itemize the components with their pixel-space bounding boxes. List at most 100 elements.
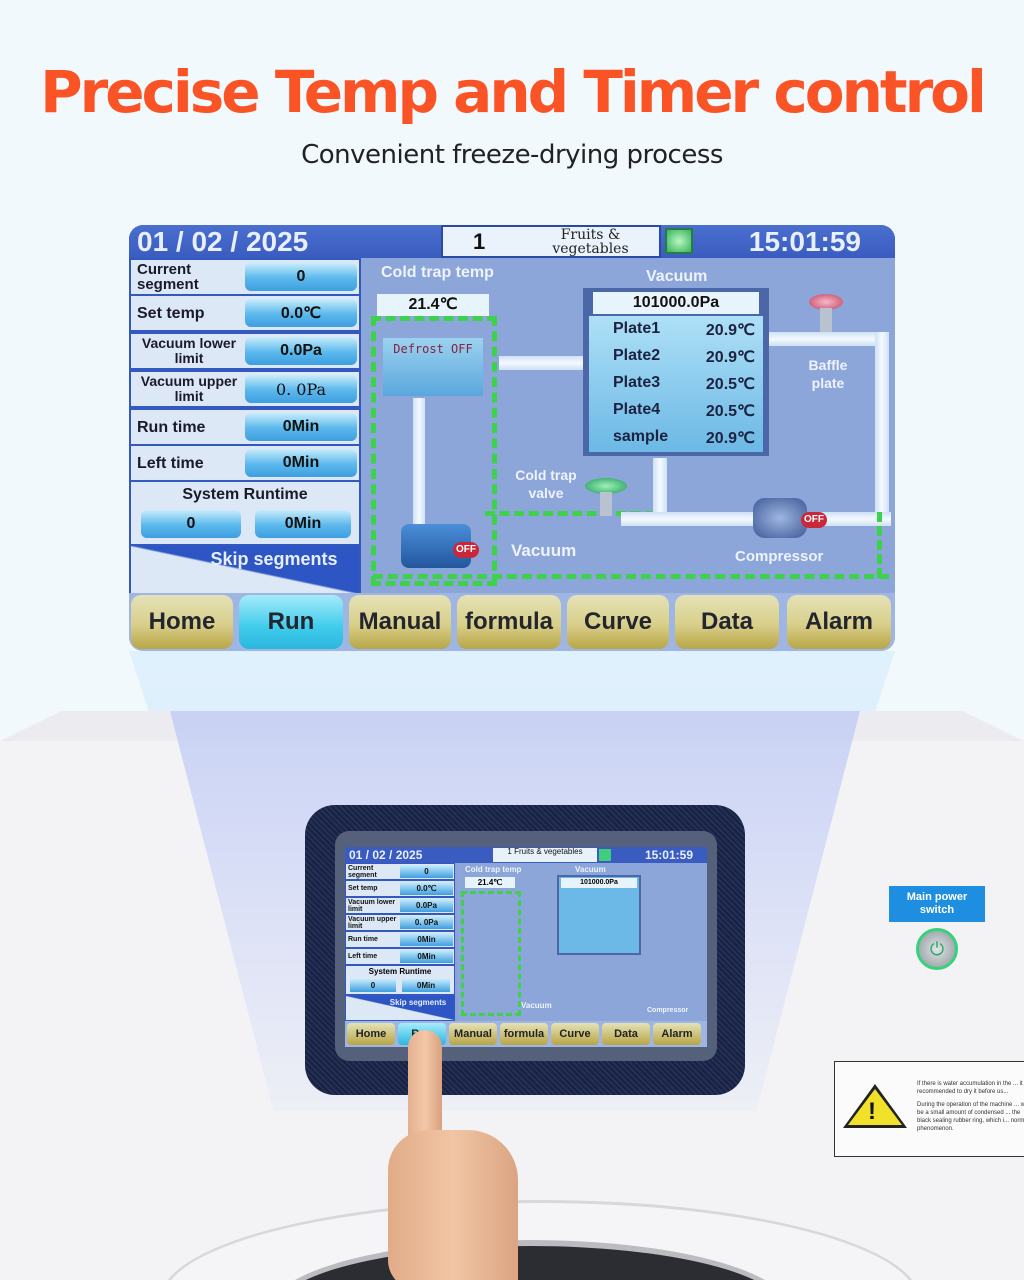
param-value-vacuum-lower[interactable]: 0.0Pa [245,337,357,365]
nav-run[interactable]: Run [239,595,343,649]
mini-cold-trap-label: Cold trap temp [465,865,522,874]
cold-trap-label: Cold trap temp [381,264,494,281]
mini-recipe[interactable]: 1 Fruits & vegetables [493,848,597,862]
mini-param-value[interactable]: 0. 0Pa [400,916,453,929]
mini-system-runtime-label: System Runtime [368,967,432,976]
mini-skip-segments-button[interactable]: Skip segments [346,996,454,1020]
mini-clock: 15:01:59 [644,848,693,862]
mini-nav-formula[interactable]: formula [500,1023,548,1045]
subheadline: Convenient freeze-drying process [301,140,723,170]
screen-frame: 01 / 02 / 2025 1 Fruits & vegetables 15:… [335,831,717,1061]
reading-value: 20.5℃ [705,376,755,393]
nav-manual[interactable]: Manual [349,595,451,649]
cold-trap-valve-icon[interactable] [585,478,627,494]
warning-line-2: During the operation of the machine ... … [917,1102,1024,1132]
reading-name: Plate3 [613,374,661,391]
warning-sticker: ! If there is water accumulation in the … [834,1061,1024,1157]
nav-home[interactable]: Home [131,595,233,649]
mini-nav-manual[interactable]: Manual [449,1023,497,1045]
param-label: Left time [137,454,204,472]
power-switch-label: Main power switch [889,886,985,922]
palm [388,1130,518,1280]
pipe [769,332,889,346]
mini-skip-label: Skip segments [389,998,447,1007]
param-left-time: Left time 0Min [131,446,359,480]
param-value-left-time[interactable]: 0Min [245,449,357,477]
mini-date: 01 / 02 / 2025 [349,848,423,862]
reading-name: Plate4 [613,401,661,418]
skip-segments-button[interactable]: Skip segments [131,546,359,594]
reading-row: Plate3 20.5℃ [589,370,763,398]
reading-name: Plate1 [613,320,661,337]
mini-recipe-name: Fruits & vegetables [514,847,583,856]
param-value-current-segment[interactable]: 0 [245,263,357,291]
power-button[interactable]: ⏻ [916,928,958,970]
mini-compressor-label: Compressor [647,1007,689,1014]
mini-nav-alarm[interactable]: Alarm [653,1023,701,1045]
mini-header: 01 / 02 / 2025 1 Fruits & vegetables 15:… [345,847,707,863]
nav-formula[interactable]: formula [457,595,561,649]
defrost-status[interactable]: Defrost OFF [393,342,473,356]
hmi-screen-enlarged: 01 / 02 / 2025 1 Fruits & vegetables 15:… [129,225,895,651]
mini-nav-home[interactable]: Home [347,1023,395,1045]
mini-system-runtime: System Runtime 0 0Min [346,966,454,994]
nav-curve[interactable]: Curve [567,595,669,649]
reading-value: 20.9℃ [705,349,755,366]
baffle-valve-icon[interactable] [809,294,843,310]
process-diagram: Cold trap temp 21.4℃ Defrost OFF Vacuum … [361,258,895,593]
mini-nav-curve[interactable]: Curve [551,1023,599,1045]
compressor-icon[interactable] [753,498,807,538]
mini-vacuum-pump-label: Vacuum [521,1001,552,1010]
mini-param-value[interactable]: 0Min [400,950,453,963]
reading-value: 20.9℃ [705,430,755,447]
mini-param-value[interactable]: 0 [400,865,453,878]
cold-trap-valve-label: Cold trap valve [515,467,577,501]
cold-trap-window: Defrost OFF [383,338,483,396]
vacuum-pump-status: OFF [453,542,479,558]
hmi-screen-device[interactable]: 01 / 02 / 2025 1 Fruits & vegetables 15:… [345,847,707,1047]
param-run-time: Run time 0Min [131,410,359,444]
hmi-nav-bar: Home Run Manual formula Curve Data Alarm [129,593,895,651]
return-line [373,574,889,579]
compressor-label: Compressor [735,548,824,565]
mini-recipe-number: 1 [507,847,512,856]
param-label: Vacuum upper limit [140,373,238,404]
skip-segments-label: Skip segments [210,549,338,569]
mini-nav-bar: Home Run Manual formula Curve Data Alarm [345,1021,707,1047]
nav-data[interactable]: Data [675,595,779,649]
vacuum-line [485,316,655,516]
param-vacuum-upper-limit: Vacuum upper limit 0. 0Pa [131,372,359,406]
mini-loop [461,891,521,1016]
reading-name: sample [613,428,669,445]
compressor-status: OFF [801,512,827,528]
mini-status-led-icon [599,849,611,861]
pipe [875,332,889,522]
mini-nav-data[interactable]: Data [602,1023,650,1045]
valve-stem [600,492,612,516]
mini-param-value[interactable]: 0.0℃ [400,882,453,895]
nav-alarm[interactable]: Alarm [787,595,891,649]
recipe-name: Fruits & vegetables [552,227,629,257]
mini-param-value[interactable]: 0.0Pa [400,899,453,912]
touchscreen-bezel: 01 / 02 / 2025 1 Fruits & vegetables 15:… [305,805,745,1095]
mini-runtime-hours: 0 [350,979,396,992]
param-label: Run time [137,418,206,436]
param-value-run-time[interactable]: 0Min [245,413,357,441]
recipe-selector[interactable]: 1 Fruits & vegetables [441,225,661,258]
param-value-vacuum-upper[interactable]: 0. 0Pa [245,375,357,403]
return-line [877,512,882,578]
system-runtime-hours: 0 [141,510,241,538]
valve-stem [820,308,832,332]
mini-param-value[interactable]: 0Min [400,933,453,946]
warning-triangle-icon [843,1084,907,1128]
reading-name: Plate2 [613,347,661,364]
mini-vacuum-label: Vacuum [575,865,606,874]
param-value-set-temp[interactable]: 0.0℃ [245,299,357,327]
status-led-icon [665,228,693,254]
baffle-plate-label: Baffle plate [808,357,848,391]
